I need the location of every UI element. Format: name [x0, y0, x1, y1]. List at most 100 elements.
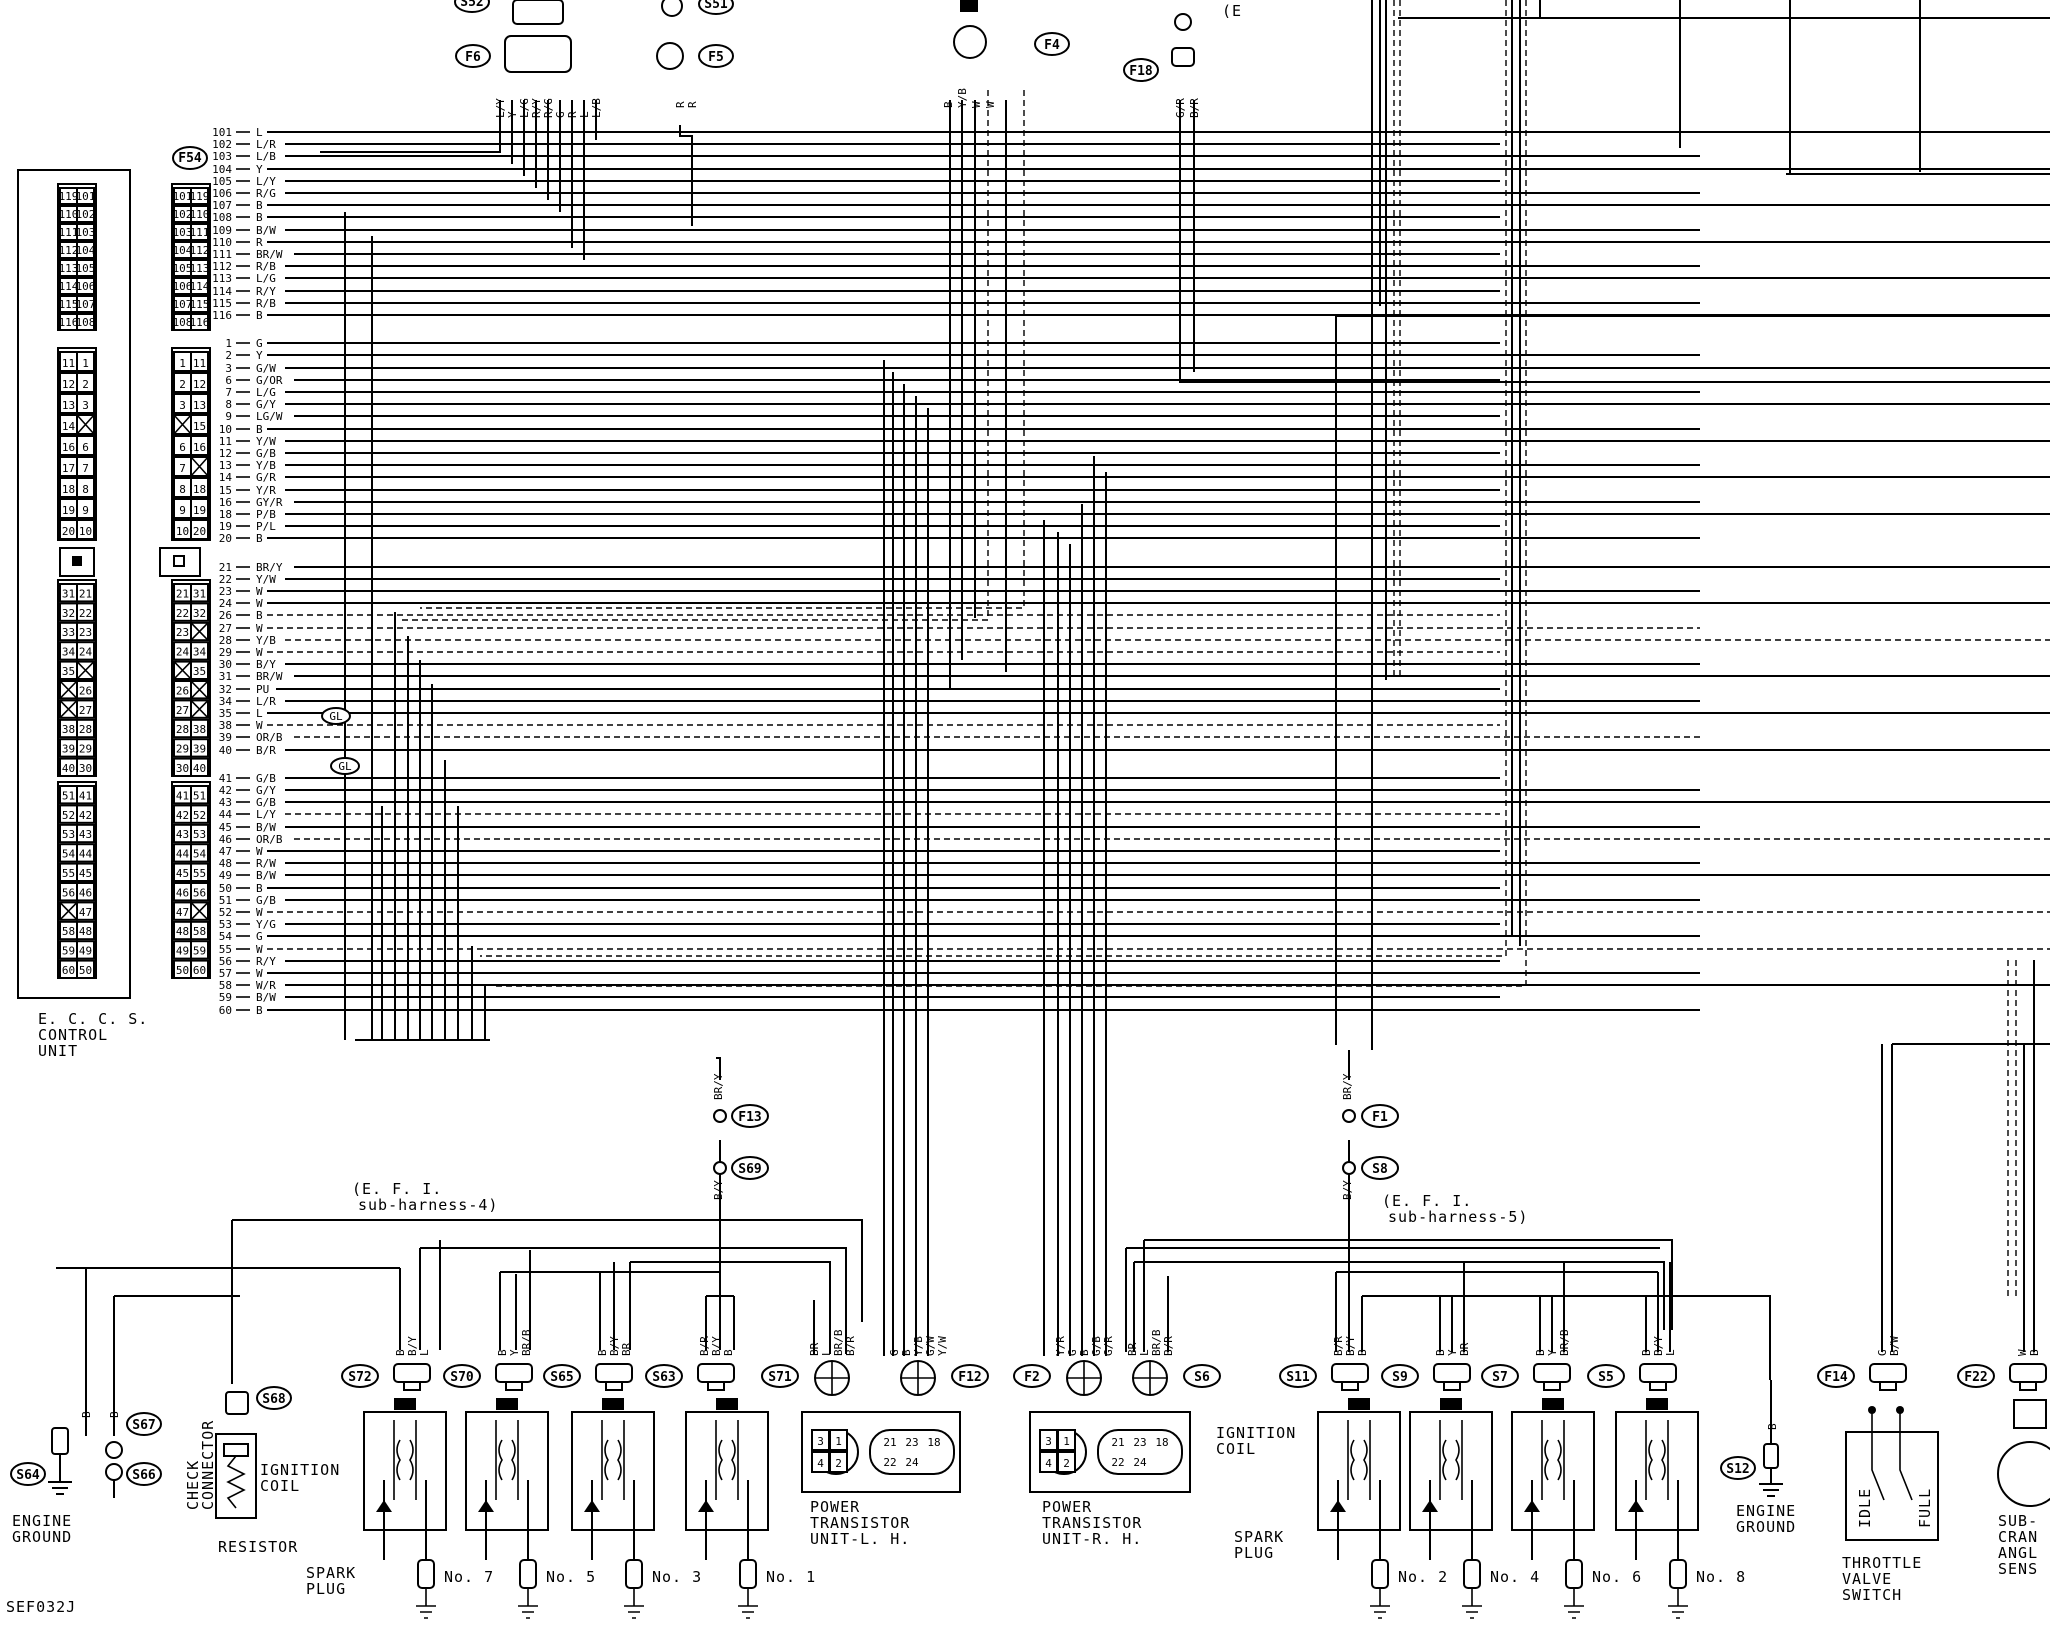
- gl-tag-2: GL: [338, 760, 352, 773]
- terminal-color: B: [256, 309, 263, 322]
- ecu-pin-number: 114: [59, 280, 79, 293]
- spark-plug-body: [1565, 1559, 1583, 1589]
- ecu-pin-number: 46: [79, 886, 92, 899]
- ecu-pin-blank: [59, 680, 78, 699]
- ecu-pin-number: 45: [176, 867, 189, 880]
- ecu-pin-number: 10: [79, 525, 92, 538]
- terminal-color: L/B: [256, 150, 276, 163]
- engine-ground-right-label-2: GROUND: [1736, 1518, 1796, 1536]
- terminal-color: G: [256, 930, 263, 943]
- ecu-pin-number: 41: [176, 789, 189, 802]
- terminal-number: 39: [219, 731, 232, 744]
- ecu-pin-blank: [76, 414, 95, 435]
- ecu-pin-number: 58: [62, 925, 75, 938]
- f2-wire-label: G/R: [1102, 1336, 1115, 1356]
- ecu-pin-number: 44: [79, 848, 93, 861]
- ecu-pin-blank: [190, 622, 209, 641]
- ignition-coil-frame: [363, 1411, 447, 1531]
- spark-plug-ground: [416, 1588, 436, 1619]
- s70-connector: [495, 1363, 533, 1383]
- ecu-pin-cell: [190, 498, 209, 519]
- gl-tag-2-outline: [330, 757, 360, 775]
- spark-plug-body: [1371, 1559, 1389, 1589]
- ecu-pin-number: 116: [190, 316, 210, 329]
- s11-tag-outline: [1279, 1364, 1317, 1388]
- ecu-pin-number: 10: [176, 525, 189, 538]
- s11-wire-label: B/Y: [1344, 1336, 1357, 1356]
- f4-wire-label: W: [970, 101, 983, 108]
- terminal-number: 49: [219, 869, 232, 882]
- ignition-coil-cap: [716, 1398, 738, 1410]
- terminal-number: 113: [212, 272, 232, 285]
- ecu-pin-number: 110: [59, 208, 79, 221]
- s71-wire-label: B/R: [844, 1336, 857, 1356]
- terminal-number: 57: [219, 967, 232, 980]
- ignition-coil-cap: [602, 1398, 624, 1410]
- ignition-coil-cap: [1440, 1398, 1462, 1410]
- ignition-coil-cap: [1542, 1398, 1564, 1410]
- f5-tag: F5: [708, 50, 724, 65]
- ignition-coil-windings: [1645, 1420, 1669, 1500]
- terminal-number: 12: [219, 447, 232, 460]
- ecu-pin-number: 2: [179, 378, 186, 391]
- spark-plug-ground: [1564, 1588, 1584, 1619]
- terminal-number: 111: [212, 248, 232, 261]
- s7-wire-label: BR/B: [1558, 1329, 1571, 1356]
- ecu-title-2: CONTROL: [38, 1026, 108, 1044]
- ecu-pin-cell: [76, 641, 95, 661]
- s65-wire-label: BR: [620, 1342, 633, 1356]
- ecu-pin-cell: [76, 295, 95, 313]
- ecu-pin-cell: [190, 785, 209, 805]
- sub-crank-label-2: CRAN: [1998, 1528, 2038, 1546]
- terminal-number: 42: [219, 784, 232, 797]
- ignition-coil-output: [591, 1480, 635, 1560]
- ptu-rh-label-3: UNIT-R. H.: [1042, 1530, 1142, 1548]
- ecu-pin-cell: [76, 241, 95, 259]
- ignition-coil-output: [1531, 1480, 1575, 1560]
- ptu-pin-number: 2: [835, 1457, 842, 1470]
- ecu-pin-cell: [76, 602, 95, 622]
- s52-connector: [512, 0, 564, 25]
- ecu-pin-number: 106: [173, 280, 193, 293]
- spark-plug-body: [1669, 1559, 1687, 1589]
- top-vertical-wires: [320, 90, 2050, 690]
- ecu-pin-blank: [190, 699, 209, 719]
- f2-wire-label: G/B: [1090, 1336, 1103, 1356]
- check-connector-label-1: CHECK: [184, 1460, 202, 1510]
- ignition-coil-windings: [1347, 1420, 1371, 1500]
- terminal-color: Y: [256, 163, 263, 176]
- terminal-color: W: [256, 597, 263, 610]
- s67-tag: S67: [132, 1418, 155, 1433]
- s8-wire-label: B/Y: [1341, 1180, 1354, 1200]
- ecu-pin-number: 59: [62, 945, 75, 958]
- s72-connector: [393, 1363, 431, 1383]
- throttle-switch-contacts: [1871, 1412, 1913, 1501]
- terminal-number: 53: [219, 918, 232, 931]
- ecu-pin-cell: [76, 823, 95, 844]
- ecu-pin-blank: [190, 456, 209, 477]
- ecu-pin-number: 116: [59, 316, 79, 329]
- ecu-pin-number: 39: [193, 743, 206, 756]
- ignition-coil-frame: [1615, 1411, 1699, 1531]
- ground-wire-label: B: [80, 1411, 93, 1418]
- s5-wire-label: L: [1664, 1349, 1677, 1356]
- terminal-number: 26: [219, 609, 232, 622]
- s51-tag-outline: [698, 0, 734, 15]
- ecu-pin-cell: [190, 477, 209, 498]
- f2-wire-label: B: [1078, 1349, 1091, 1356]
- ecu-pin-number: 48: [176, 925, 189, 938]
- ignition-coil-windings: [715, 1420, 739, 1500]
- ecu-pin-grid: 1191011101021111031121041131051141061151…: [59, 187, 210, 979]
- ecu-pin-number: 30: [176, 762, 189, 775]
- ecu-pin-number: 18: [62, 483, 75, 496]
- f22-wire-label: B: [2028, 1349, 2041, 1356]
- f22-connector: [2009, 1363, 2047, 1383]
- terminal-number: 27: [219, 622, 232, 635]
- terminal-number: 2: [225, 349, 232, 362]
- terminal-number: 58: [219, 979, 232, 992]
- terminal-color: B/W: [256, 991, 276, 1004]
- ecu-pin-cell: [76, 621, 95, 642]
- s68-tag-outline: [256, 1386, 292, 1410]
- terminal-color: W: [256, 719, 263, 732]
